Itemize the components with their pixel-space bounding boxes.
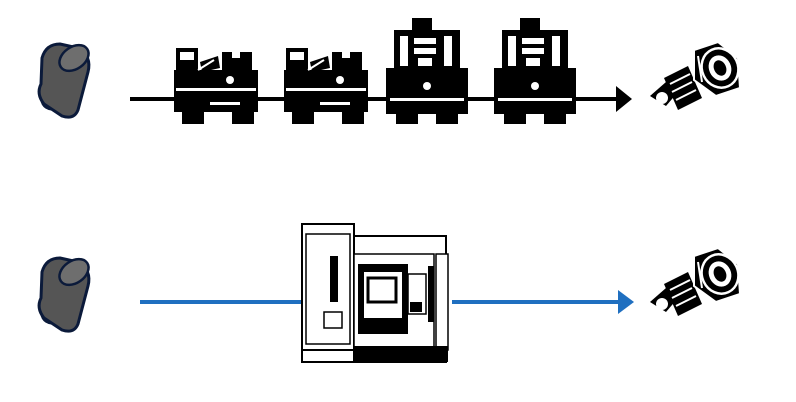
multitasking-process-line [35, 223, 747, 363]
lathe-icon [283, 47, 369, 125]
finished-fitting-icon [648, 246, 747, 318]
conventional-process-line [35, 18, 747, 125]
bottom-flow-arrow-head [618, 290, 634, 314]
raw-billet-icon [35, 38, 95, 119]
finished-fitting-icon [648, 40, 747, 112]
machining-center-icon [494, 18, 576, 124]
top-flow-arrow-head [616, 86, 632, 112]
raw-billet-icon [35, 252, 95, 333]
multitasking-machine-icon [301, 223, 449, 363]
lathe-icon [173, 47, 259, 125]
machining-center-icon [386, 18, 468, 124]
